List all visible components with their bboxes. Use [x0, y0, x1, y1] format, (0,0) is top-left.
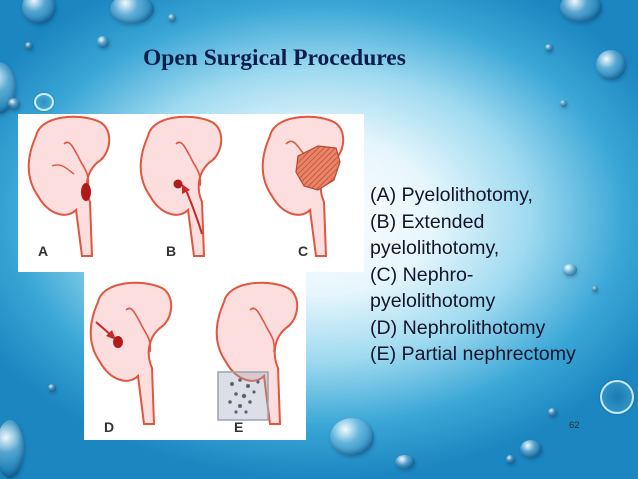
panel-label-e: E: [234, 419, 243, 435]
water-droplet-icon: [563, 264, 577, 276]
kidney-d: [89, 281, 173, 425]
caption-line: (E) Partial nephrectomy: [370, 343, 576, 365]
caption-line: (A) Pyelolithotomy,: [370, 184, 533, 206]
water-droplet-icon: [168, 14, 176, 22]
kidney-diagrams-abc: A B C: [27, 115, 345, 259]
panel-label-a: A: [38, 243, 48, 259]
slide-title: Open Surgical Procedures: [143, 45, 406, 71]
water-droplet-icon: [545, 44, 553, 52]
water-droplet-icon: [34, 93, 54, 111]
water-droplet-icon: [592, 286, 598, 292]
water-droplet-icon: [600, 380, 634, 414]
water-droplet-icon: [110, 0, 154, 24]
arrow-icon: [185, 189, 203, 235]
diagram-panel-bottom: D E: [84, 272, 306, 440]
panel-label-b: B: [166, 243, 176, 259]
water-droplet-icon: [596, 50, 626, 80]
panel-label-c: C: [298, 243, 308, 259]
water-droplet-icon: [560, 100, 567, 107]
diagram-panel-top: A B C: [18, 114, 364, 272]
stone-fragments-e: [228, 378, 260, 414]
kidney-c: [261, 115, 345, 257]
water-droplet-icon: [97, 36, 109, 48]
water-droplet-icon: [8, 98, 20, 110]
water-droplet-icon: [520, 440, 542, 458]
caption-line: (B) Extended: [370, 210, 485, 233]
stone-a: [81, 183, 91, 201]
caption-line: pyelolithotomy,: [370, 237, 500, 259]
water-droplet-icon: [48, 384, 56, 392]
water-droplet-icon: [506, 455, 515, 464]
water-droplet-icon: [560, 0, 602, 22]
caption-list: (A) Pyelolithotomy, (B) Extended pyeloli…: [370, 182, 635, 368]
water-droplet-icon: [330, 418, 374, 456]
water-droplet-icon: [395, 455, 415, 469]
stone-b: [173, 179, 183, 189]
panel-label-d: D: [104, 419, 114, 435]
water-droplet-icon: [25, 42, 33, 50]
water-droplet-icon: [22, 0, 56, 24]
water-droplet-icon: [548, 408, 557, 417]
kidney-diagrams-de: D E: [89, 281, 299, 435]
caption-line: (D) Nephrolithotomy: [370, 316, 546, 339]
staghorn-stone-c: [295, 145, 341, 191]
kidney-a: [27, 115, 111, 257]
page-number: 62: [569, 420, 580, 431]
caption-line: pyelolithotomy: [370, 290, 496, 312]
caption-line: (C) Nephro-: [370, 263, 474, 286]
water-droplet-icon: [0, 420, 24, 478]
kidney-e: [215, 281, 299, 425]
kidney-b: [139, 115, 223, 257]
